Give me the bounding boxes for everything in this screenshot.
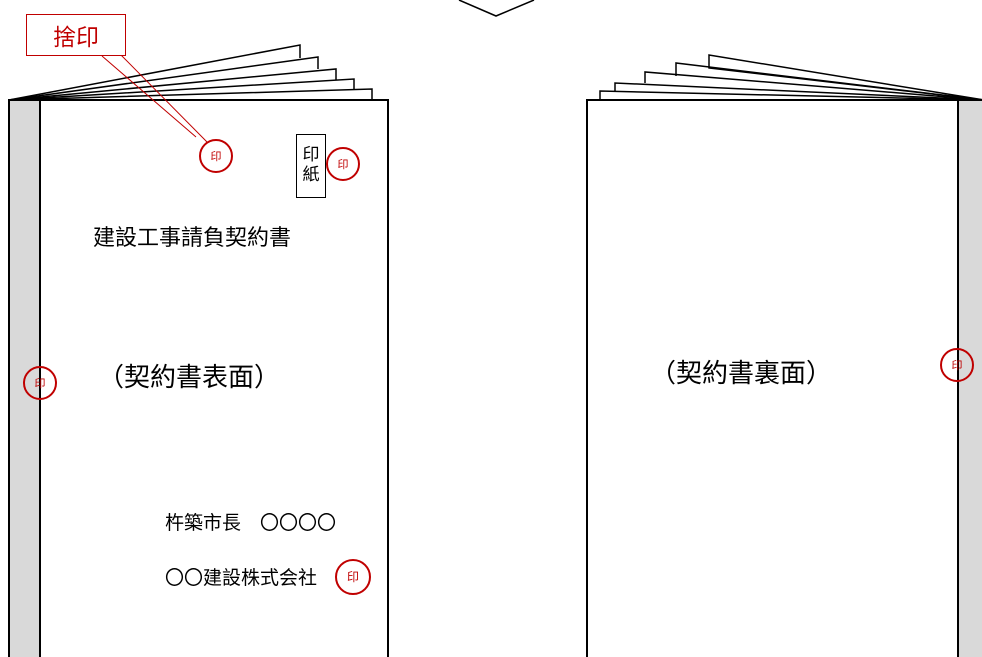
back-page-edges	[599, 54, 982, 101]
revenue-stamp-box: 印 紙	[296, 134, 326, 198]
contract-title: 建設工事請負契約書	[93, 226, 292, 251]
callout-leader-line-2	[101, 55, 197, 138]
callout-leader-line-1	[119, 53, 209, 144]
client-name: 杵築市長 〇〇〇〇	[165, 512, 337, 534]
contractor-name: 〇〇建設株式会社	[165, 567, 318, 589]
back-face-label: （契約書裏面）	[650, 359, 833, 389]
front-booklet	[8, 44, 389, 657]
front-face-label: （契約書表面）	[98, 363, 281, 393]
stamp-box-line1: 印	[302, 145, 320, 166]
arrow-tip	[458, 0, 535, 17]
front-spine-seal: 印	[23, 366, 57, 400]
sute-in-callout: 捨印	[26, 14, 126, 56]
stamp-cancel-seal: 印	[326, 147, 360, 181]
front-cover	[39, 99, 389, 657]
back-spine-seal: 印	[940, 348, 974, 382]
stamp-box-line2: 紙	[302, 165, 320, 185]
contractor-seal: 印	[335, 559, 371, 595]
back-cover	[586, 99, 959, 657]
front-page-edges	[8, 44, 373, 101]
sute-in-seal: 印	[199, 139, 233, 173]
back-booklet	[586, 54, 982, 657]
